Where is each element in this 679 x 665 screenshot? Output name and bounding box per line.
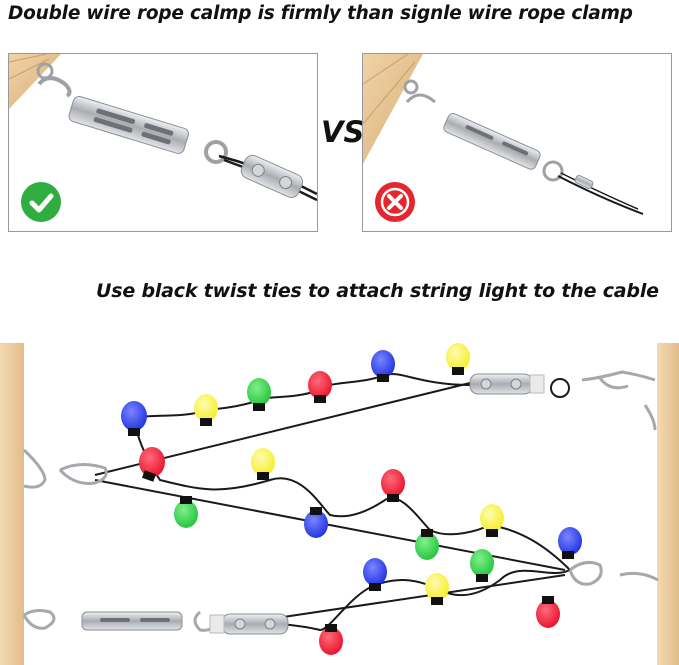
- double-clamp-illustration: [9, 54, 317, 202]
- double-clamp-photo: [8, 53, 318, 232]
- bulb-group: [121, 343, 582, 655]
- top-heading: Double wire rope calmp is firmly than si…: [8, 3, 633, 24]
- middle-heading: Use black twist ties to attach string li…: [96, 280, 659, 302]
- red-x-icon: [375, 182, 415, 222]
- single-clamp-illustration: [363, 54, 644, 215]
- right-wood-post: [657, 343, 679, 665]
- left-wood-post: [0, 343, 24, 665]
- single-clamp-photo: [362, 53, 672, 232]
- string-lights-photo: [0, 343, 679, 665]
- green-check-icon: [21, 182, 61, 222]
- string-lights-illustration: [0, 343, 679, 665]
- vs-label: VS: [321, 115, 365, 149]
